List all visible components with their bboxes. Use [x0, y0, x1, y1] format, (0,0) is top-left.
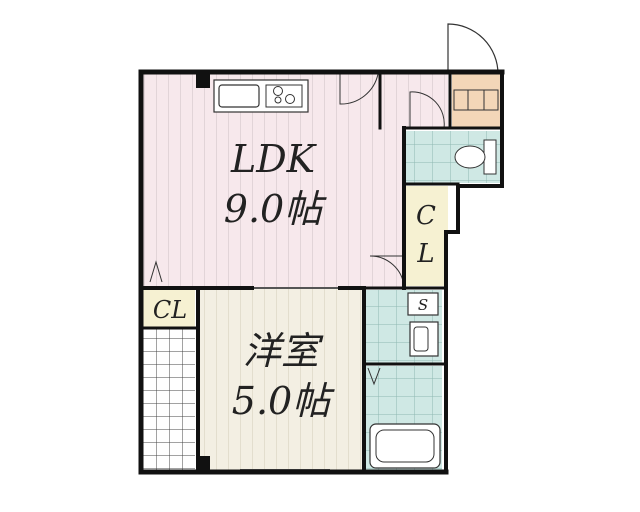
bedroom-closet-floor	[143, 288, 195, 328]
toilet-bowl-icon	[454, 145, 486, 169]
wall-column	[196, 456, 210, 472]
stove-burner-icon	[274, 96, 282, 104]
entrance-door-swing	[447, 23, 499, 75]
hall-closet-floor	[406, 186, 448, 286]
walkin-grid-floor	[143, 328, 195, 470]
bedroom-size-label: 5.0帖	[232, 379, 335, 423]
hall-closet-label-c: C	[416, 201, 436, 231]
stove-burner-icon	[285, 94, 295, 104]
toilet-door-swing	[409, 91, 445, 129]
hall-closet-label-l: L	[416, 239, 434, 269]
bath-door-marker	[367, 367, 381, 386]
ldk-door-swing	[339, 73, 379, 105]
bathtub-inner	[375, 429, 435, 463]
ldk-size-label: 9.0帖	[224, 187, 327, 231]
corridor-floor	[380, 74, 448, 129]
washbasin-bowl	[413, 326, 429, 352]
stove	[265, 84, 303, 108]
kitchen-sink	[218, 84, 260, 108]
shoe-box	[453, 89, 499, 111]
bedroom-closet-label: CL	[153, 296, 187, 324]
bedroom-floor	[200, 288, 362, 470]
ldk-name-label: LDK	[230, 137, 318, 181]
bedroom-name-label: 洋室	[243, 329, 324, 373]
toilet-tank	[483, 139, 497, 175]
wall-column	[196, 74, 210, 88]
stove-burner-icon	[273, 86, 283, 96]
bedroom-door-marker	[149, 260, 163, 283]
walls	[138, 69, 505, 475]
shelf-box	[407, 292, 439, 316]
shelf-label: S	[418, 296, 428, 314]
